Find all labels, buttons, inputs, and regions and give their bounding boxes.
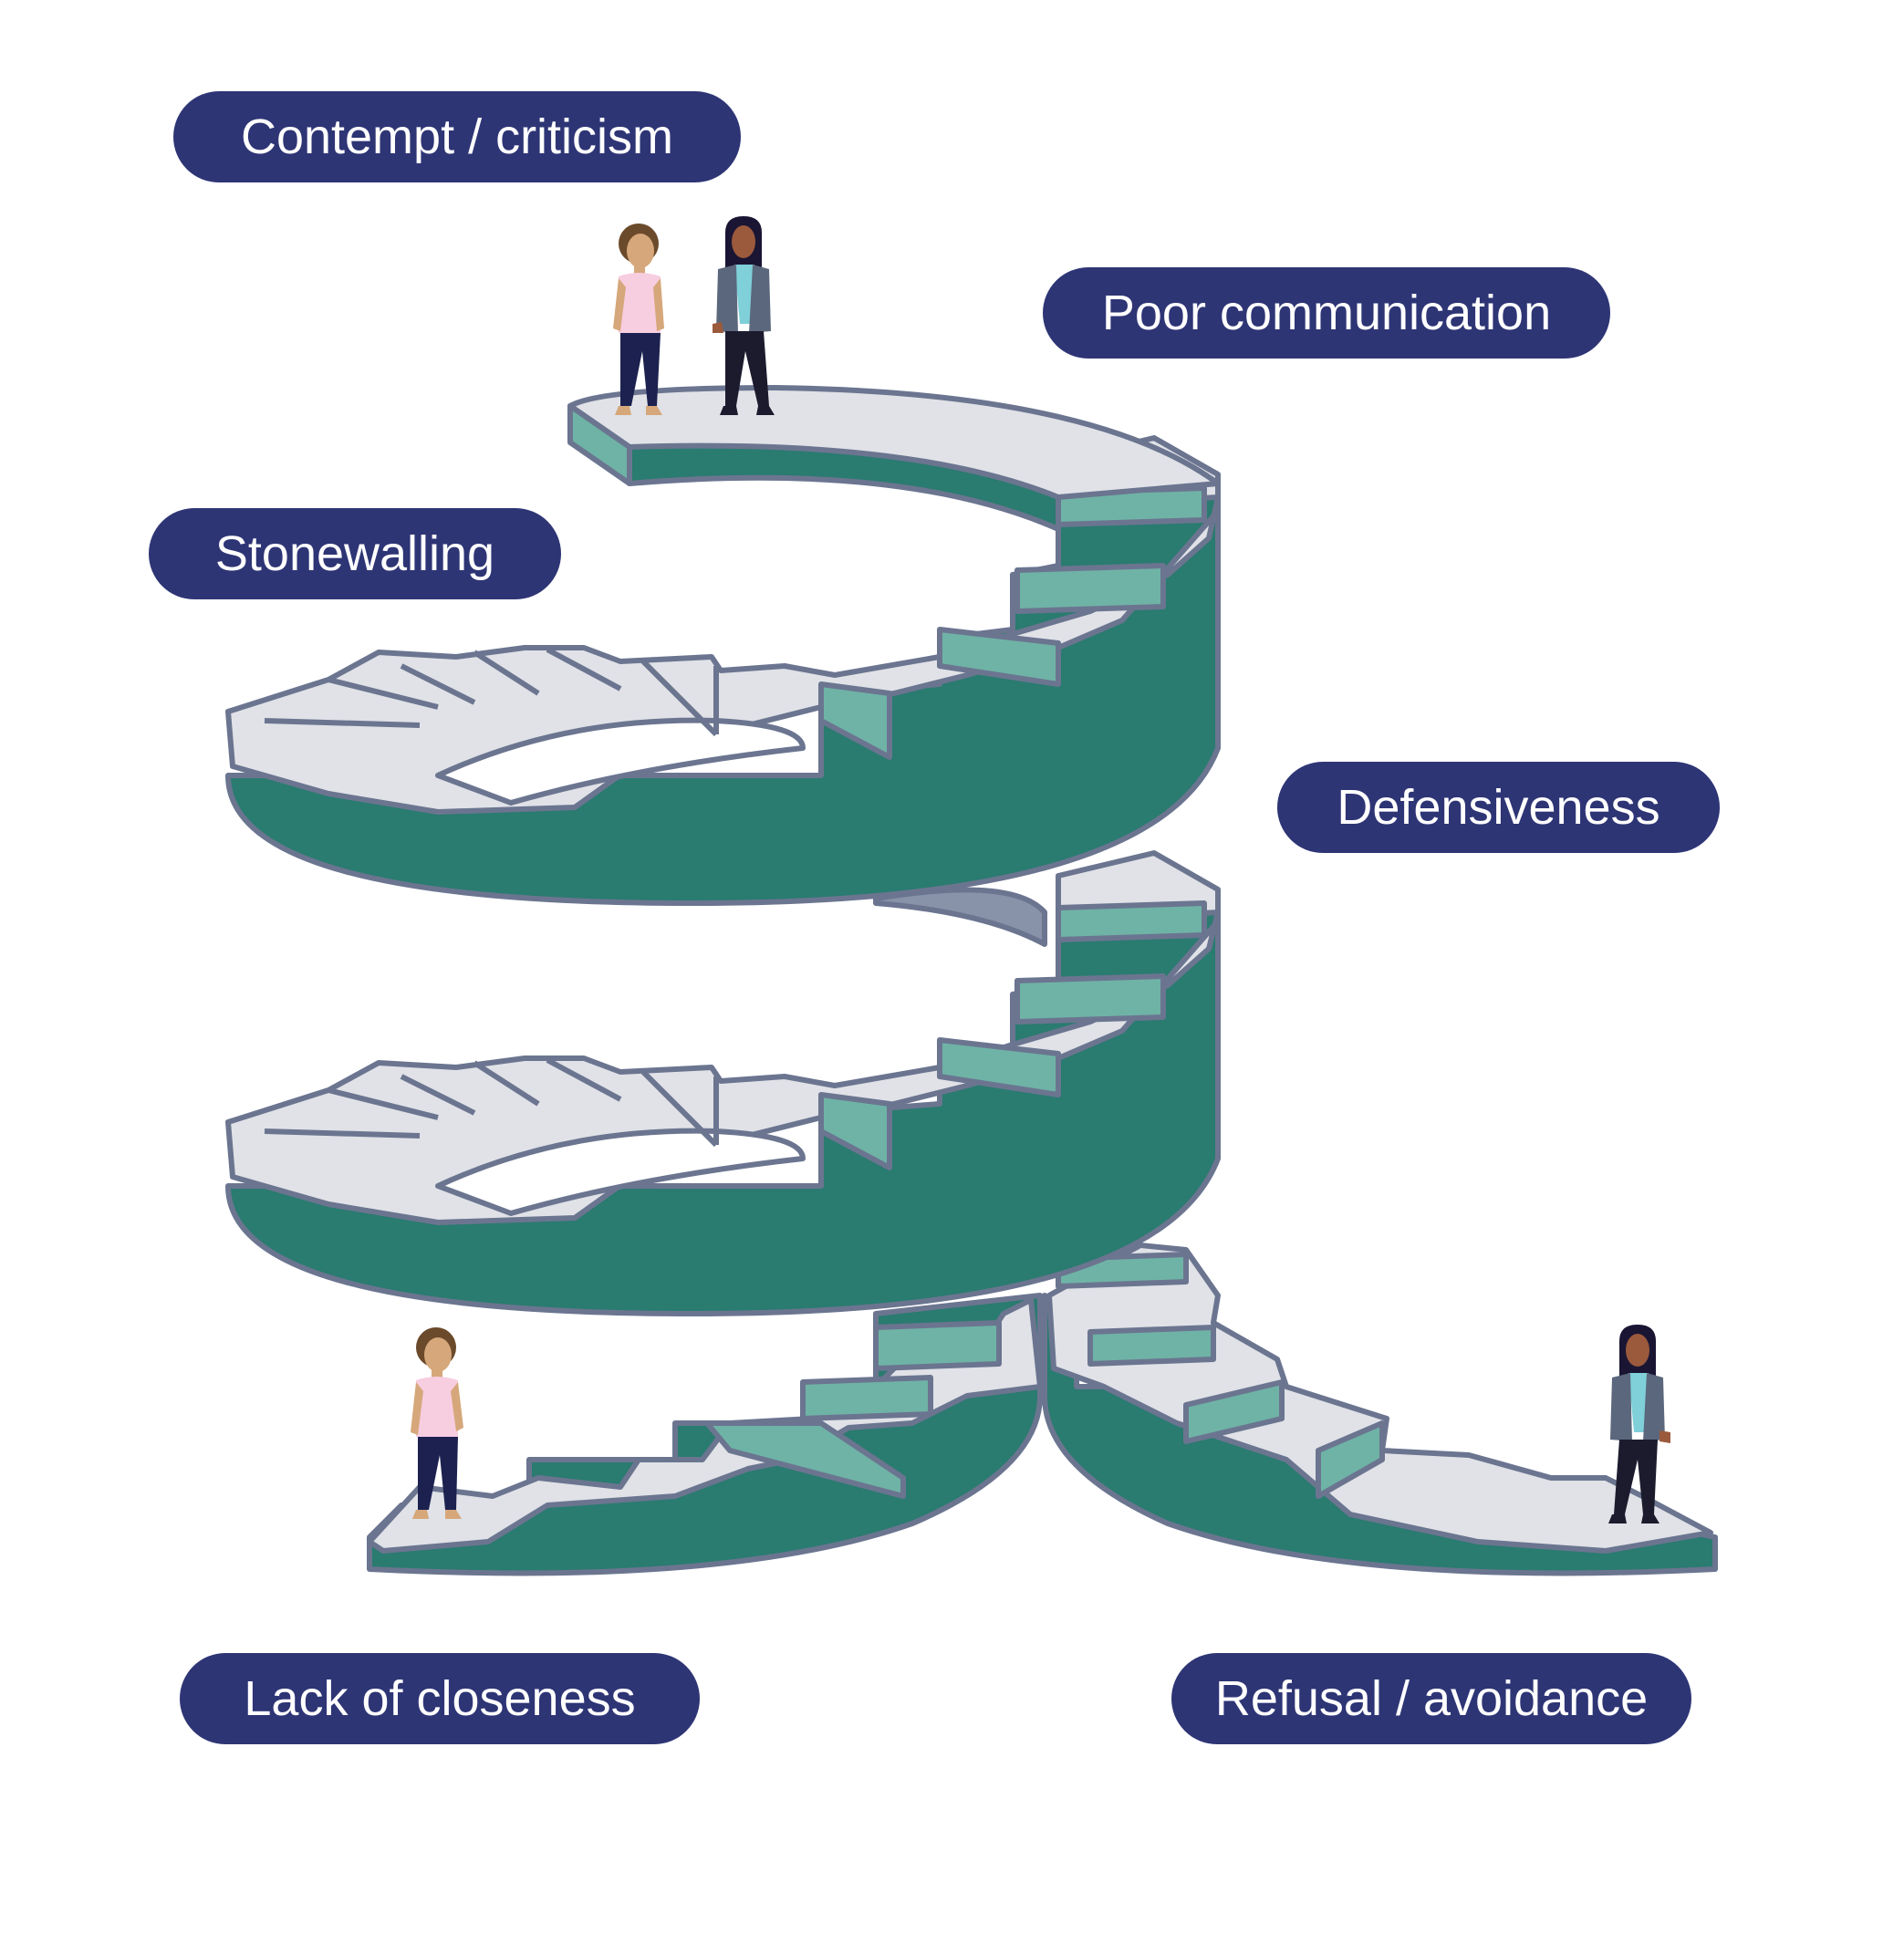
label-refusal-avoidance: Refusal / avoidance — [1171, 1653, 1691, 1744]
person-a-arms — [613, 278, 664, 331]
middle-spiral — [225, 850, 1221, 1316]
top-landing-riser — [567, 403, 632, 486]
person-b-hand — [713, 322, 723, 333]
lower-left-branch — [367, 1293, 1043, 1576]
middle-spiral-risers — [818, 900, 1207, 1170]
middle-spiral-step-edges — [264, 1057, 719, 1148]
lower-left-risers — [704, 1320, 1002, 1499]
person-b-bottom-scarf — [1628, 1373, 1649, 1432]
person-b-scarf — [734, 265, 754, 324]
person-a-top-shirt — [619, 273, 661, 333]
person-b-shoes — [720, 406, 775, 415]
upper-spiral-inner-hole — [435, 717, 806, 806]
person-a-bottom-face — [424, 1337, 452, 1372]
upper-spiral-step-edges — [264, 647, 719, 737]
person-a-face — [627, 234, 654, 268]
person-b-jacket — [716, 265, 771, 333]
person-a-bottom-feet — [412, 1510, 462, 1519]
person-b-face — [732, 225, 755, 258]
person-a-bottom — [411, 1327, 463, 1519]
person-a-bottom-arms — [411, 1382, 463, 1435]
label-stonewalling: Stonewalling — [149, 508, 561, 599]
person-a-bottom-shirt — [416, 1377, 458, 1437]
person-b-bottom-jacket — [1610, 1373, 1665, 1441]
person-a-bottom-pants — [418, 1437, 458, 1510]
person-b-bottom-hand — [1659, 1430, 1670, 1443]
upper-spiral — [225, 435, 1221, 906]
person-a-feet — [615, 406, 662, 415]
person-b-bottom-face — [1626, 1334, 1649, 1367]
person-b-top — [713, 216, 775, 415]
person-b-bottom-pants — [1614, 1440, 1658, 1514]
upper-spiral-risers — [818, 485, 1207, 760]
label-poor-communication: Poor communication — [1043, 267, 1610, 359]
person-a-top — [613, 224, 664, 415]
lower-right-side — [1042, 1293, 1718, 1576]
lower-right-risers — [1056, 1252, 1385, 1499]
person-a-pants — [620, 333, 661, 406]
middle-spiral-shadow — [873, 887, 1047, 947]
person-a-neck — [634, 265, 645, 275]
person-b-pants — [725, 331, 769, 406]
person-b-bottom-shoes — [1608, 1514, 1659, 1523]
middle-spiral-inner-hole — [435, 1128, 806, 1216]
label-defensiveness: Defensiveness — [1277, 762, 1720, 853]
label-contempt-criticism: Contempt / criticism — [173, 91, 741, 182]
person-a-bottom-neck — [432, 1369, 442, 1378]
label-lack-of-closeness: Lack of closeness — [180, 1653, 700, 1744]
person-b-bottom — [1608, 1325, 1670, 1523]
